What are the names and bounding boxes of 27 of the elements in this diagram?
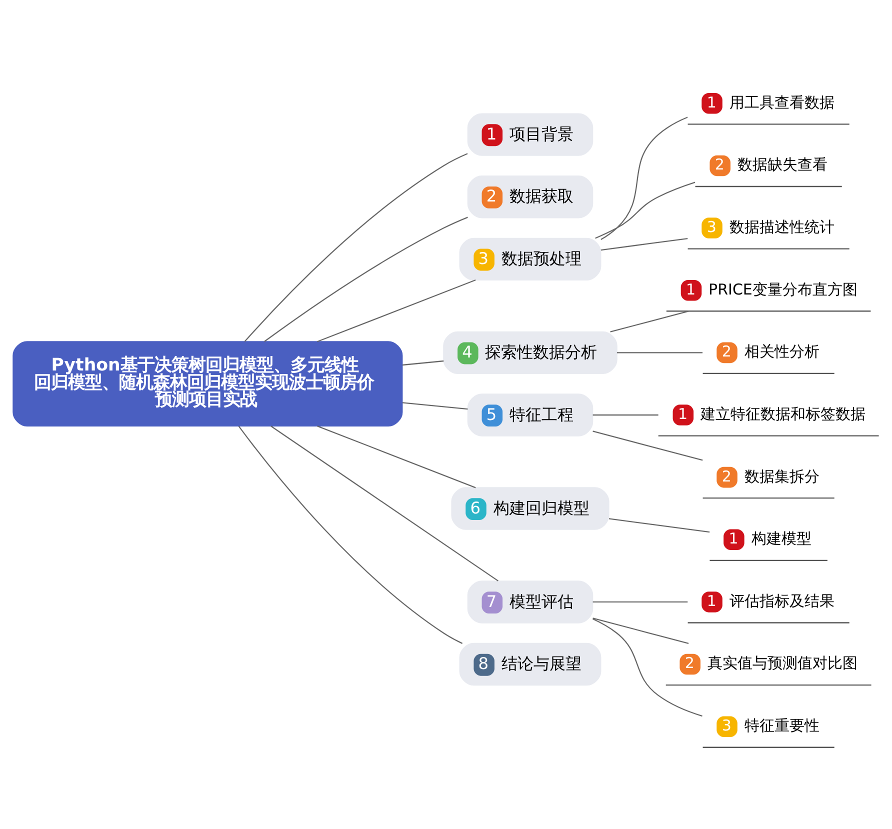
node-box: 2 数据获取: [467, 175, 594, 218]
node-box: Python基于决策树回归模型、多元线性回归模型、随机森林回归模型实现波士顿房价预测项目实战: [12, 340, 403, 426]
connector: [616, 352, 703, 353]
connector: [238, 425, 463, 644]
connector: [592, 600, 688, 602]
connector: [244, 152, 468, 342]
connector: [592, 430, 703, 460]
node-box: 3 数据预处理: [459, 237, 602, 280]
connector: [600, 116, 688, 240]
connector: [264, 216, 468, 342]
node-box: 8 结论与展望: [459, 642, 602, 686]
connector: [595, 181, 696, 238]
connector: [317, 278, 476, 342]
node-box: 6 构建回归模型: [451, 486, 610, 530]
connector: [610, 310, 689, 332]
node-box: 1 项目背景: [467, 112, 594, 156]
connector: [608, 518, 710, 532]
node-box: 4 探索性数据分析: [443, 330, 618, 374]
connector: [600, 238, 688, 250]
connector: [317, 425, 476, 488]
node-box: 7 模型评估: [467, 580, 594, 623]
connector: [402, 402, 468, 410]
connector: [592, 617, 689, 644]
connector: [270, 425, 499, 581]
connector: [402, 360, 444, 366]
connector: [592, 414, 658, 416]
node-box: 5 特征工程: [467, 393, 594, 436]
